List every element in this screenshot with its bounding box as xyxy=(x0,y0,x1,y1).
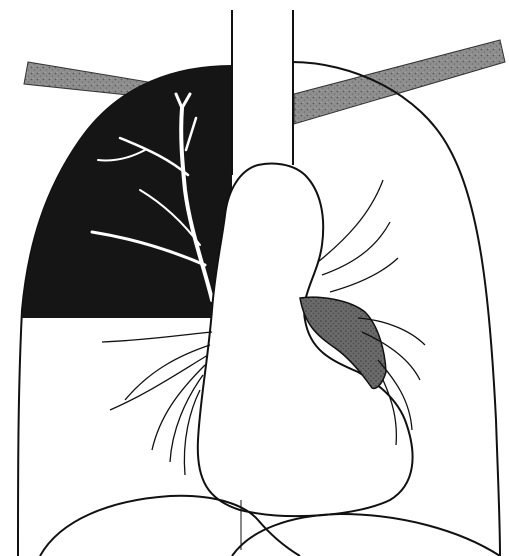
dark-lung-region xyxy=(22,66,232,318)
right-shaded-band xyxy=(294,40,505,124)
left-vessel-lines xyxy=(102,332,212,475)
